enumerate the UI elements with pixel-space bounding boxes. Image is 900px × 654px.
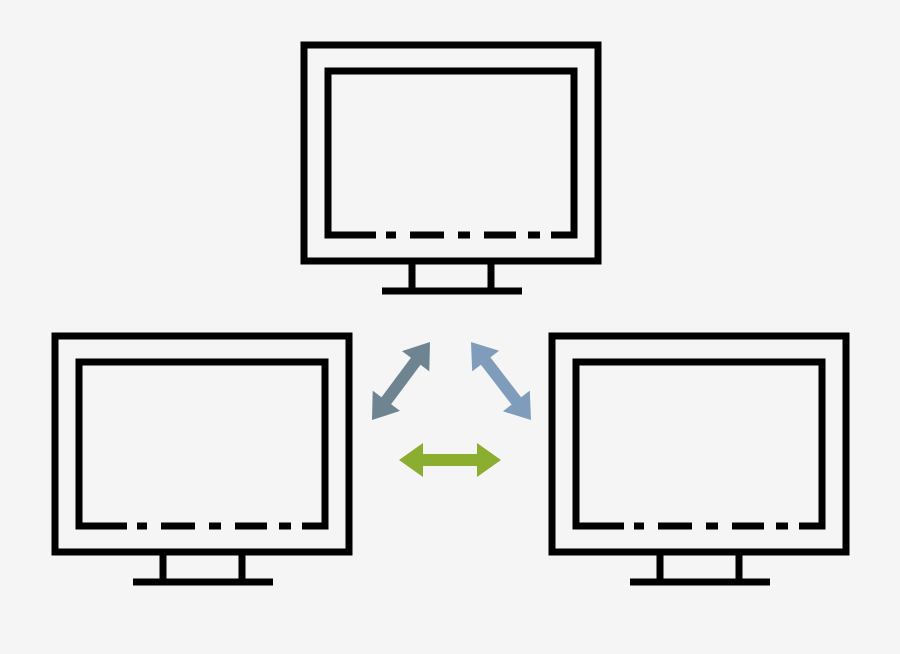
double-arrow-shape xyxy=(372,342,430,420)
double-arrow-shape xyxy=(399,443,501,477)
double-arrow-icon xyxy=(372,342,430,420)
monitor-bottom-right xyxy=(552,336,846,582)
double-arrow-icon xyxy=(399,443,501,477)
double-arrow-shape xyxy=(471,342,531,420)
monitor-top xyxy=(304,45,598,291)
monitor-icon xyxy=(55,336,349,582)
double-arrow-icon xyxy=(471,342,531,420)
monitor-icon xyxy=(304,45,598,291)
monitor-bottom-left xyxy=(55,336,349,582)
monitor-icon xyxy=(552,336,846,582)
